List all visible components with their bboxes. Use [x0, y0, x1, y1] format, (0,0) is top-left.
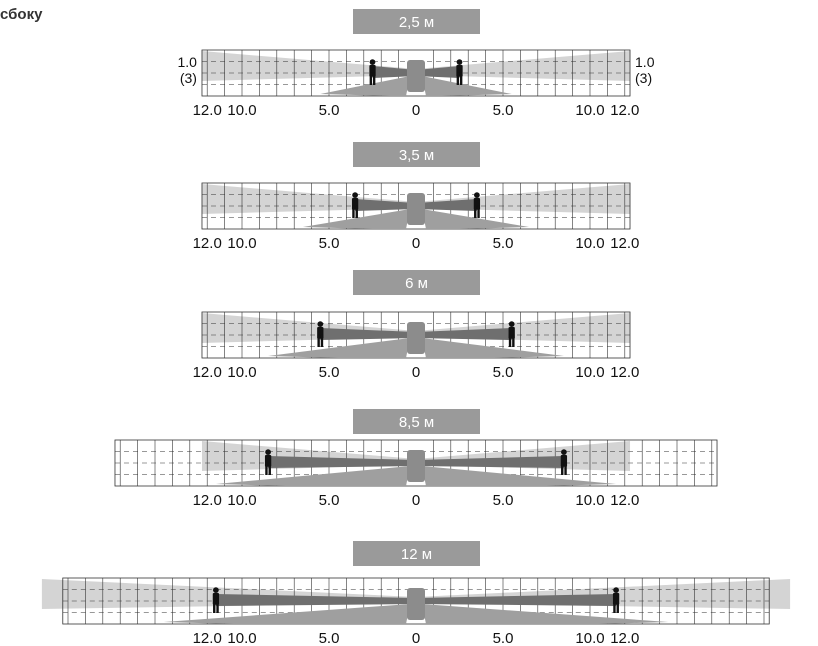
distance-tick-label: 5.0 — [319, 630, 340, 646]
detection-field-right — [416, 51, 631, 81]
distance-tick-label: 12.0 — [193, 492, 222, 509]
sensor-icon — [407, 193, 425, 225]
distance-tick-label: 10.0 — [227, 102, 256, 119]
distance-tick-label: 10.0 — [575, 235, 604, 252]
distance-tick-label: 0 — [412, 235, 420, 252]
distance-tick-label: 10.0 — [575, 630, 604, 646]
distance-tick-label: 0 — [412, 630, 420, 646]
height-badge — [353, 9, 480, 34]
distance-tick-label: 0 — [412, 364, 420, 381]
distance-tick-label: 0 — [412, 102, 420, 119]
distance-tick-label: 10.0 — [227, 364, 256, 381]
detection-beam — [416, 456, 564, 468]
floor-beam — [422, 338, 564, 358]
distance-tick-label: 10.0 — [575, 102, 604, 119]
floor-beam — [422, 466, 617, 486]
sensor-icon — [407, 60, 425, 92]
detection-beam — [416, 594, 617, 606]
person-figure — [508, 321, 515, 347]
distance-tick-label: 0 — [412, 492, 420, 509]
floor-beam — [268, 338, 410, 358]
height-label: 3,5 м — [399, 147, 434, 164]
side-label-top: 1.0 — [635, 54, 655, 70]
height-panel: 12 м 12.0 10.0 5.0 0 5.0 10.0 12.0 — [41, 541, 791, 646]
side-label-bottom: (3) — [635, 70, 652, 86]
sensor-icon — [407, 450, 425, 482]
distance-tick-label: 5.0 — [319, 235, 340, 252]
distance-tick-label: 10.0 — [227, 630, 256, 646]
height-panel: 6 м 12.0 10.0 5.0 0 5.0 10.0 12.0 — [193, 270, 639, 381]
distance-tick-label: 12.0 — [193, 630, 222, 646]
floor-beam — [320, 76, 410, 96]
height-badge — [353, 270, 480, 295]
floor-beam — [163, 604, 410, 624]
detection-beam — [355, 199, 416, 211]
person-figure — [560, 449, 568, 475]
sensor-icon — [407, 322, 425, 354]
distance-tick-label: 5.0 — [493, 235, 514, 252]
person-figure — [264, 449, 272, 475]
distance-tick-label: 12.0 — [610, 492, 639, 509]
floor-beam — [215, 466, 410, 486]
distance-tick-label: 10.0 — [227, 492, 256, 509]
detection-beam — [215, 594, 416, 606]
detection-beam — [320, 328, 416, 340]
distance-tick-label: 5.0 — [493, 102, 514, 119]
distance-tick-label: 10.0 — [575, 492, 604, 509]
distance-tick-label: 5.0 — [319, 492, 340, 509]
floor-beam — [422, 76, 512, 96]
detection-beam — [416, 328, 512, 340]
side-label-bottom: (3) — [180, 70, 197, 86]
height-badge — [353, 541, 480, 566]
person-figure — [369, 59, 376, 85]
sensor-icon — [407, 588, 425, 620]
distance-tick-label: 5.0 — [493, 492, 514, 509]
floor-beam — [302, 209, 410, 229]
person-figure — [351, 192, 359, 218]
person-figure — [317, 321, 324, 347]
person-figure — [612, 587, 620, 613]
distance-tick-label: 12.0 — [193, 364, 222, 381]
floor-beam — [422, 604, 669, 624]
distance-tick-label: 5.0 — [493, 364, 514, 381]
distance-tick-label: 12.0 — [610, 630, 639, 646]
distance-tick-label: 10.0 — [575, 364, 604, 381]
detection-beam — [416, 66, 460, 78]
distance-tick-label: 5.0 — [319, 102, 340, 119]
height-label: 6 м — [405, 275, 428, 292]
height-badge — [353, 142, 480, 167]
distance-tick-label: 5.0 — [493, 630, 514, 646]
page-title: сбоку — [0, 6, 43, 23]
detection-field-left — [201, 51, 416, 81]
height-label: 2,5 м — [399, 14, 434, 31]
distance-tick-label: 12.0 — [193, 102, 222, 119]
height-badge — [353, 409, 480, 434]
floor-beam — [422, 209, 530, 229]
side-label-top: 1.0 — [178, 54, 198, 70]
distance-tick-label: 5.0 — [319, 364, 340, 381]
distance-tick-label: 10.0 — [227, 235, 256, 252]
height-label: 12 м — [401, 546, 432, 563]
detection-beam — [372, 66, 416, 78]
detection-beam — [268, 456, 416, 468]
distance-tick-label: 12.0 — [610, 102, 639, 119]
detection-beam — [416, 199, 477, 211]
person-figure — [212, 587, 220, 613]
distance-tick-label: 12.0 — [610, 235, 639, 252]
height-panel: 8,5 м 12.0 10.0 5.0 0 5.0 10.0 12.0 — [114, 409, 718, 509]
distance-tick-label: 12.0 — [193, 235, 222, 252]
height-label: 8,5 м — [399, 414, 434, 431]
height-panel: 3,5 м 12.0 10.0 5.0 0 5.0 10.0 12.0 — [193, 142, 639, 252]
person-figure — [456, 59, 463, 85]
person-figure — [473, 192, 481, 218]
distance-tick-label: 12.0 — [610, 364, 639, 381]
